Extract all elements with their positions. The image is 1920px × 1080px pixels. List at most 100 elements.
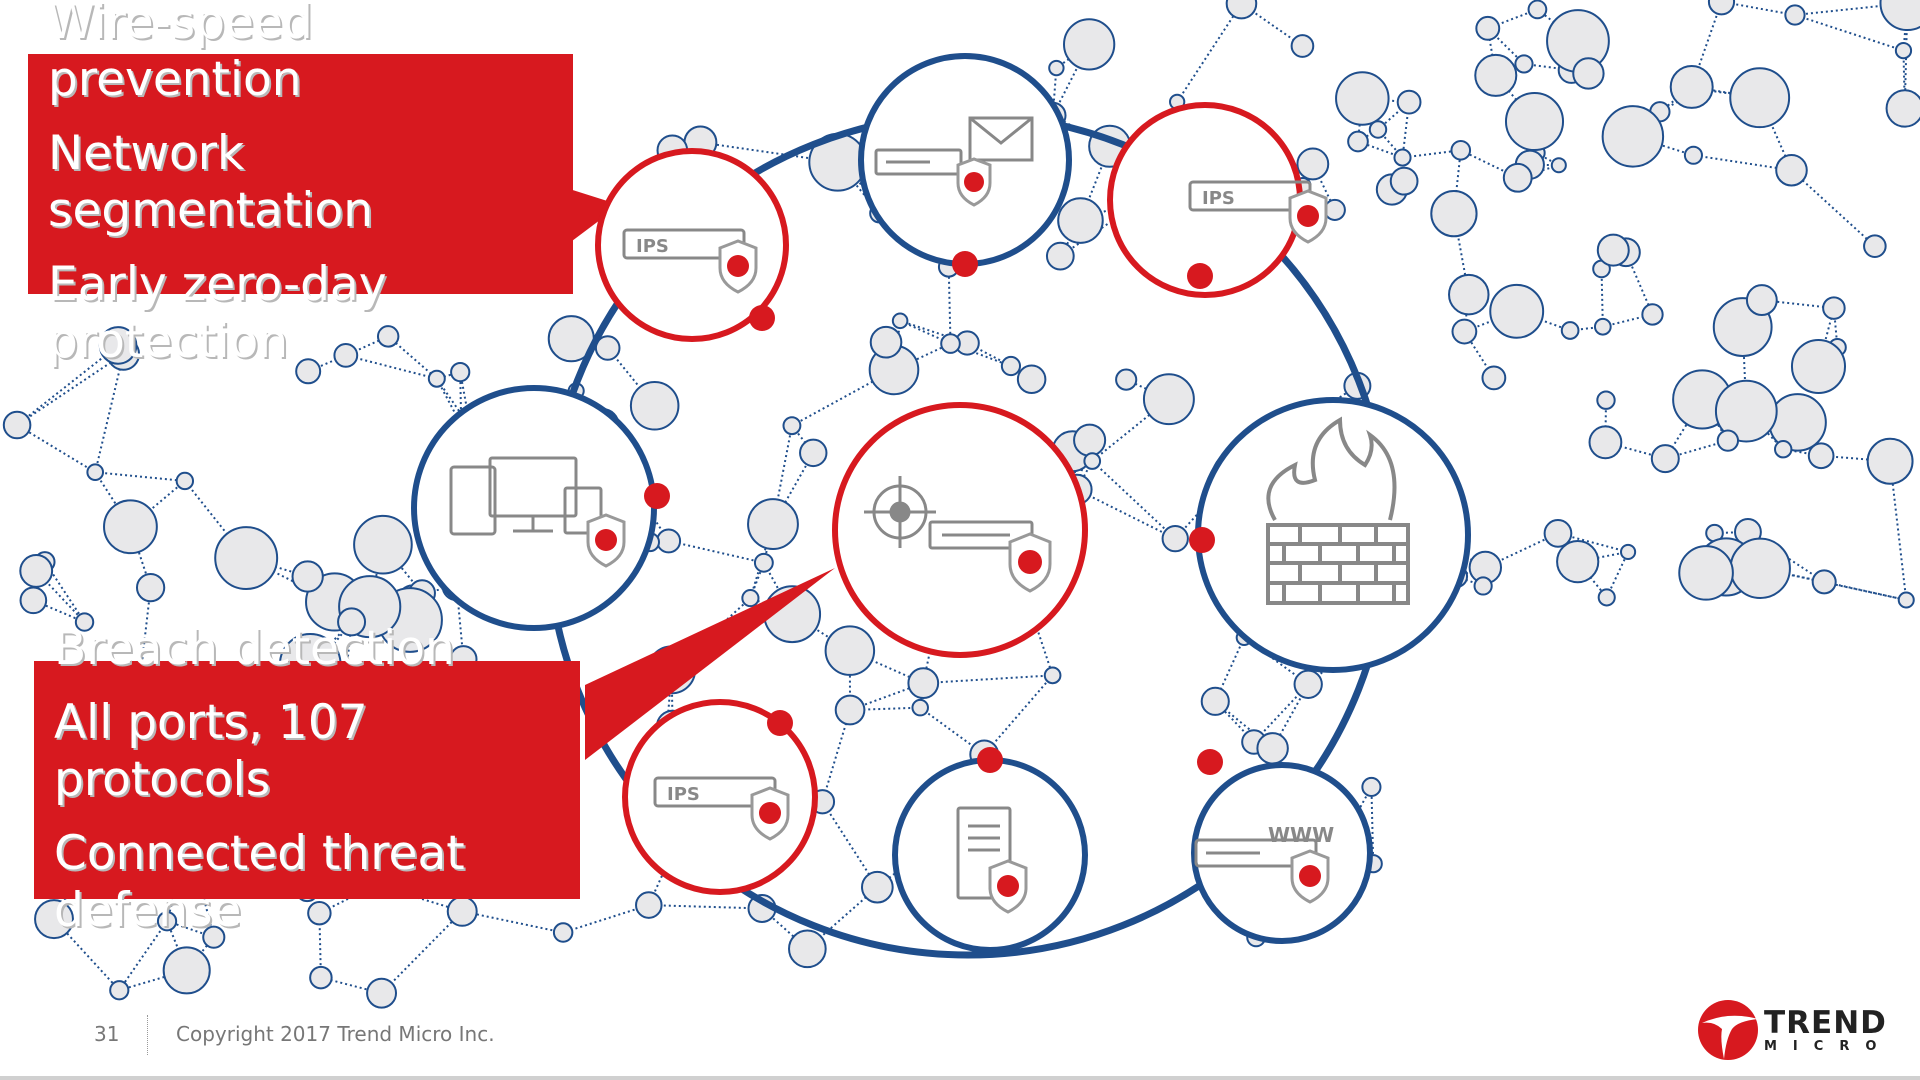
- ips-appliance-shield-icon: IPS: [622, 228, 758, 294]
- network-link: [435, 378, 463, 426]
- network-link: [1091, 460, 1176, 540]
- network-node-dot: [1790, 338, 1847, 395]
- network-node-dot: [1822, 296, 1846, 320]
- network-node-dot: [1389, 166, 1419, 196]
- network-node-dot: [911, 698, 929, 717]
- network-node-dot: [175, 471, 195, 491]
- network-node-dot: [74, 612, 95, 632]
- network-link: [35, 570, 86, 623]
- network-node-dot: [1225, 0, 1258, 20]
- copyright-text: Copyright 2017 Trend Micro Inc.: [176, 1022, 495, 1046]
- network-node-dot: [1885, 89, 1920, 128]
- network-link: [1452, 213, 1470, 295]
- network-node-dot: [741, 589, 760, 608]
- endpoints-node[interactable]: [411, 385, 670, 631]
- breach-detection-node[interactable]: [832, 402, 1088, 658]
- network-node-dot: [2, 410, 32, 440]
- email-node[interactable]: [858, 53, 1072, 277]
- server-node[interactable]: [892, 747, 1088, 953]
- footer-separator: [147, 1015, 148, 1055]
- network-node-dot: [1502, 162, 1533, 193]
- network-link: [923, 674, 1053, 685]
- logo-wordmark: TREND: [1764, 1005, 1887, 1041]
- network-node-dot: [337, 607, 367, 637]
- firewall-node[interactable]: [1189, 397, 1471, 673]
- network-node-dot: [156, 911, 178, 932]
- network-node-dot: [1556, 539, 1600, 584]
- network-node-dot: [1601, 105, 1665, 168]
- network-node-dot: [1683, 145, 1703, 165]
- connected-line1: Connected threat: [54, 826, 465, 881]
- network-node-dot: [1043, 666, 1062, 685]
- network-node-dot: [1073, 423, 1107, 457]
- bottom-callout-box: [34, 661, 580, 899]
- network-node-dot: [291, 560, 324, 593]
- network-link: [1605, 551, 1629, 598]
- network-node-dot: [1368, 120, 1388, 139]
- ips-node-bottom[interactable]: IPS: [622, 699, 818, 895]
- network-node-dot: [1550, 157, 1567, 174]
- network-node-dot: [1774, 440, 1793, 459]
- network-node-dot: [353, 514, 413, 575]
- network-link: [95, 471, 185, 482]
- network-node-dot: [1290, 34, 1315, 58]
- network-node-dot: [788, 929, 827, 969]
- network-node-dot: [1894, 41, 1913, 60]
- web-server-node[interactable]: WWW: [1191, 749, 1373, 944]
- breach-line1: Breach detection: [54, 621, 455, 676]
- network-node-dot: [1784, 4, 1806, 26]
- ips-label: IPS: [1202, 188, 1235, 209]
- ports-line1: All ports, 107: [54, 695, 368, 750]
- network-link: [950, 342, 1012, 367]
- zero-day-line2: protection: [48, 314, 289, 369]
- network-node-dot: [753, 552, 774, 573]
- wire-speed-line1: Wire-speed: [48, 0, 313, 50]
- network-link: [16, 424, 96, 474]
- network-link: [166, 920, 188, 971]
- network-node-dot: [1473, 576, 1493, 596]
- firewall-icon: [1266, 416, 1410, 605]
- network-node-dot: [1474, 53, 1518, 97]
- network-node-dot: [1361, 776, 1382, 798]
- network-node-dot: [19, 586, 48, 615]
- ips-appliance-shield-icon: IPS: [1188, 180, 1328, 244]
- network-link: [1452, 150, 1462, 214]
- network-node-dot: [202, 925, 226, 949]
- network-node-dot: [1347, 130, 1369, 153]
- page-number: 31: [94, 1022, 120, 1046]
- network-node-dot: [1669, 64, 1714, 109]
- network-link: [821, 709, 851, 803]
- network-node-dot: [1527, 0, 1548, 20]
- ports-line2: protocols: [54, 752, 271, 807]
- network-node-dot: [824, 625, 876, 676]
- network-link: [771, 425, 793, 525]
- network-node-dot: [1296, 147, 1330, 181]
- trend-micro-logo-icon: [1698, 1000, 1758, 1060]
- network-node-dot: [799, 438, 828, 468]
- network-link: [118, 920, 168, 991]
- network-node-dot: [747, 498, 799, 550]
- network-node-dot: [1678, 545, 1734, 601]
- ips-node-top-left[interactable]: IPS: [595, 148, 789, 342]
- network-node-dot: [1897, 591, 1915, 609]
- network-node-dot: [1620, 543, 1637, 561]
- network-link: [1823, 580, 1907, 602]
- ips-label: IPS: [667, 784, 700, 805]
- network-node-dot: [869, 325, 903, 359]
- network-link: [947, 266, 952, 344]
- network-node-dot: [1083, 452, 1102, 470]
- network-node-dot: [1393, 148, 1412, 167]
- network-node-dot: [307, 900, 332, 926]
- email-server-shield-icon: [874, 116, 1034, 207]
- network-link: [668, 539, 765, 564]
- network-link: [16, 353, 124, 426]
- network-node-dot: [427, 369, 446, 388]
- network-link: [983, 674, 1054, 756]
- ips-node-top-right[interactable]: IPS: [1107, 102, 1328, 298]
- network-node-dot: [1714, 379, 1778, 443]
- network-node-dot: [1707, 0, 1736, 16]
- network-node-dot: [861, 870, 894, 904]
